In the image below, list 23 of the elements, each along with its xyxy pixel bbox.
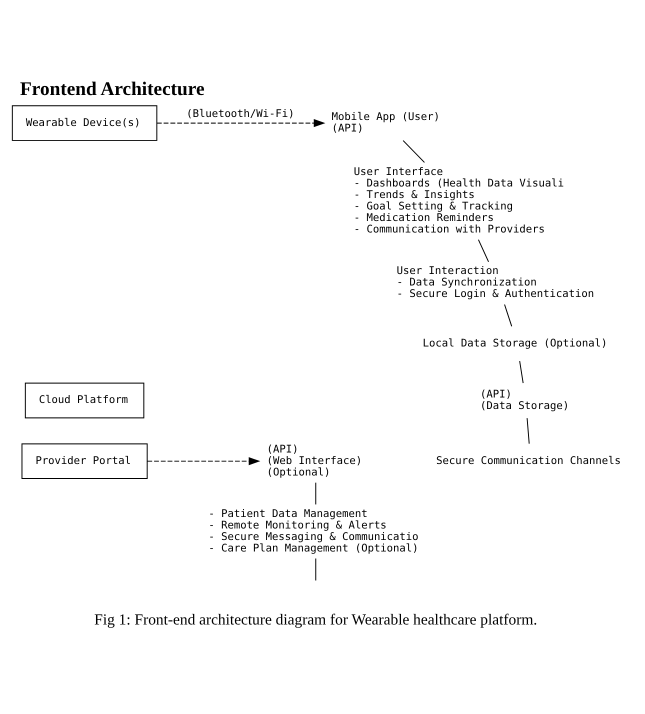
- arrow: [146, 456, 260, 465]
- connector: [504, 304, 512, 326]
- node-text: Mobile App (User) (API): [332, 110, 440, 134]
- node-text: Local Data Storage (Optional): [422, 336, 608, 349]
- connector: [315, 482, 316, 504]
- node-box: Wearable Device(s): [12, 104, 158, 140]
- node-text: User Interface - Dashboards (Health Data Visuali - Trends & Insights - Goal Setting & Tracking - Medication Reminders - Communication with Providers: [354, 165, 564, 236]
- caption: Fig 1: Front-end architecture diagram for Wearable healthcare platform.: [94, 610, 538, 628]
- node-box: Cloud Platform: [24, 382, 144, 418]
- node-box: Provider Portal: [21, 442, 148, 478]
- connector: [315, 558, 316, 580]
- node-text: (API) (Data Storage): [480, 388, 570, 412]
- arrow: [156, 118, 326, 127]
- node-text: Secure Communication Channels: [436, 454, 621, 466]
- connector: [402, 140, 425, 162]
- connector: [519, 360, 524, 384]
- diagram-title: Frontend Architecture: [20, 78, 204, 100]
- connector: [526, 417, 530, 444]
- node-text: (API) (Web Interface) (Optional): [266, 442, 362, 478]
- edge-label: (Bluetooth/Wi-Fi): [186, 108, 295, 120]
- node-text: User Interaction - Data Synchronization - Secure Login & Authentication: [396, 264, 594, 300]
- connector: [478, 238, 490, 262]
- node-text: - Patient Data Management - Remote Monitoring & Alerts - Secure Messaging & Communicatio - Care Plan Management (Optional): [208, 507, 419, 554]
